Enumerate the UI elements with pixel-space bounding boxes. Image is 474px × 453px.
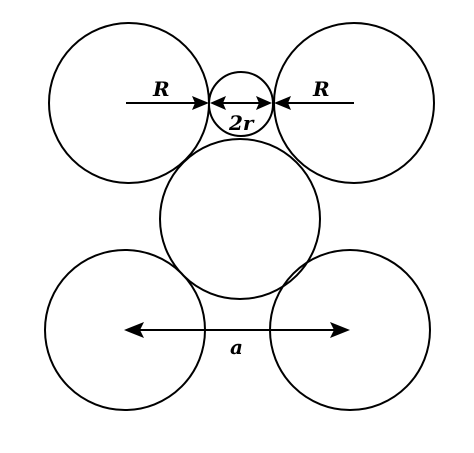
small-circle	[208, 71, 274, 137]
small-diameter-arrow	[210, 96, 272, 110]
distance-label: a	[230, 335, 243, 359]
middle-circle	[159, 138, 321, 300]
right-radius-label: R	[312, 77, 330, 101]
small-diameter-label: 2r	[228, 111, 255, 135]
left-radius-label: R	[152, 77, 170, 101]
distance-arrow	[124, 322, 350, 338]
right-radius-arrow	[274, 96, 354, 110]
left-radius-arrow	[126, 96, 209, 110]
